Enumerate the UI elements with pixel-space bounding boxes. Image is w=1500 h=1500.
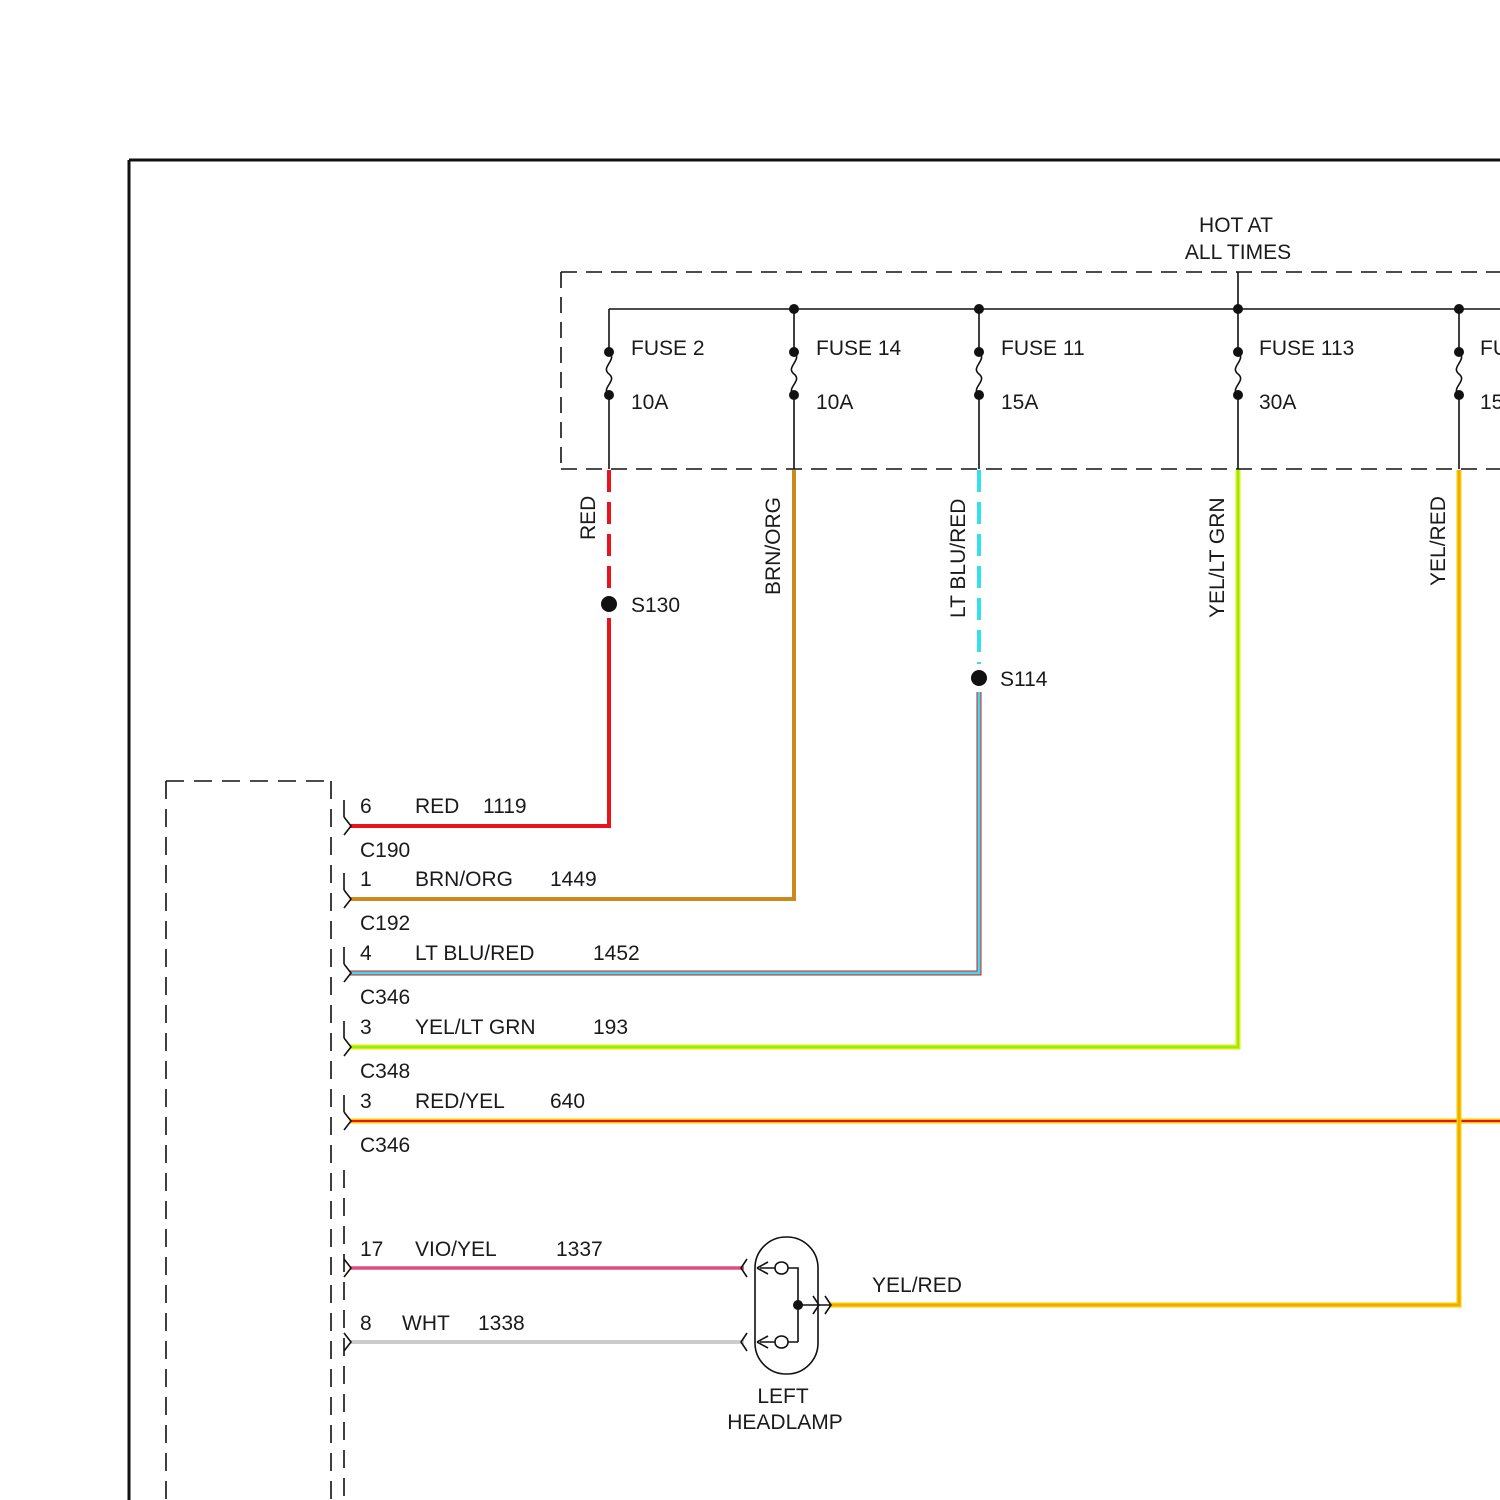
- fuse-symbol: [1235, 309, 1240, 469]
- headlamp-junction: [793, 1300, 803, 1310]
- all-times-label: ALL TIMES: [1185, 241, 1291, 264]
- circuit-number: 1119: [483, 795, 527, 818]
- headlamp-label-line1: LEFT: [757, 1385, 809, 1408]
- fuse-113: FUSE 113 30A: [1233, 304, 1354, 469]
- wire-label-yel-red: YEL/RED: [1427, 496, 1450, 586]
- pin-number: 3: [360, 1016, 372, 1039]
- fuse-rating: 10A: [631, 391, 668, 414]
- fuse-symbol: [976, 309, 981, 469]
- wire-label-red: RED: [577, 496, 600, 540]
- wire-color: BRN/ORG: [415, 868, 513, 891]
- fuse-rating: 30A: [1259, 391, 1296, 414]
- wire-yel-red-headlamp-feed: [829, 470, 1459, 1305]
- bus-bar: [609, 272, 1500, 309]
- wire-color: YEL/LT GRN: [415, 1016, 536, 1039]
- fuse-box-outline: [561, 272, 1500, 469]
- fuse-2: FUSE 2 10A: [604, 309, 705, 469]
- wire-brn-org-1449: [350, 470, 794, 899]
- left-headlamp: [741, 1237, 831, 1374]
- wire-color: VIO/YEL: [415, 1238, 497, 1261]
- pin-number: 4: [360, 942, 372, 965]
- fuse-rating: 15: [1480, 391, 1500, 414]
- fuse-14: FUSE 14 10A: [789, 304, 902, 469]
- pin-number: 1: [360, 868, 372, 891]
- splice-s114-label: S114: [1000, 668, 1048, 691]
- splice-s130-label: S130: [631, 594, 680, 617]
- circuit-number: 1337: [556, 1238, 603, 1261]
- circuit-number: 640: [550, 1090, 585, 1113]
- headlamp-feed-label: YEL/RED: [872, 1274, 962, 1297]
- wire-label-brn-org: BRN/ORG: [762, 497, 785, 595]
- connector-id: C348: [360, 1060, 410, 1083]
- fuse-rating: 15A: [1001, 391, 1038, 414]
- wire-red-1119: [350, 470, 609, 826]
- pin-number: 17: [360, 1238, 383, 1261]
- module-outline: [166, 781, 344, 1500]
- circuit-1337-labels: 17 VIO/YEL 1337: [360, 1238, 603, 1261]
- wire-label-lt-blu-red: LT BLU/RED: [947, 499, 970, 618]
- fuse-name: FUSE 11: [1001, 337, 1085, 360]
- circuit-1119-labels: 6 RED 1119 C190: [360, 795, 527, 862]
- wire-color: LT BLU/RED: [415, 942, 534, 965]
- circuit-number: 1338: [478, 1312, 525, 1335]
- fuse-symbol: [606, 309, 611, 469]
- wire-color: RED: [415, 795, 459, 818]
- connector-pins: [344, 800, 351, 1351]
- connector-id: C346: [360, 986, 410, 1009]
- pin-number: 8: [360, 1312, 372, 1335]
- fuse-partial: FU 15: [1454, 304, 1500, 469]
- connector-id: C346: [360, 1134, 410, 1157]
- fuse-11: FUSE 11 15A: [974, 304, 1085, 469]
- pin-number: 6: [360, 795, 372, 818]
- splice-s130: [601, 596, 617, 612]
- fuse-symbol: [1456, 309, 1461, 469]
- wire-color: WHT: [402, 1312, 450, 1335]
- connector-id: C190: [360, 839, 410, 862]
- connector-id: C192: [360, 912, 410, 935]
- fuse-symbol: [791, 309, 796, 469]
- wire-color: RED/YEL: [415, 1090, 505, 1113]
- circuit-number: 1449: [550, 868, 597, 891]
- circuit-1449-labels: 1 BRN/ORG 1449 C192: [360, 868, 597, 935]
- circuit-1338-labels: 8 WHT 1338: [360, 1312, 525, 1335]
- fuse-name: FUSE 113: [1259, 337, 1354, 360]
- circuit-number: 1452: [593, 942, 640, 965]
- fuse-rating: 10A: [816, 391, 853, 414]
- headlamp-label-line2: HEADLAMP: [727, 1411, 843, 1434]
- pin-number: 3: [360, 1090, 372, 1113]
- fuse-name: FU: [1480, 337, 1500, 360]
- splice-s114: [971, 670, 987, 686]
- fuse-name: FUSE 14: [816, 337, 902, 360]
- wire-label-yel-lt-grn: YEL/LT GRN: [1206, 497, 1229, 618]
- fuse-name: FUSE 2: [631, 337, 705, 360]
- hot-at-label: HOT AT: [1199, 214, 1273, 237]
- filament-high: [760, 1262, 798, 1342]
- circuit-number: 193: [593, 1016, 628, 1039]
